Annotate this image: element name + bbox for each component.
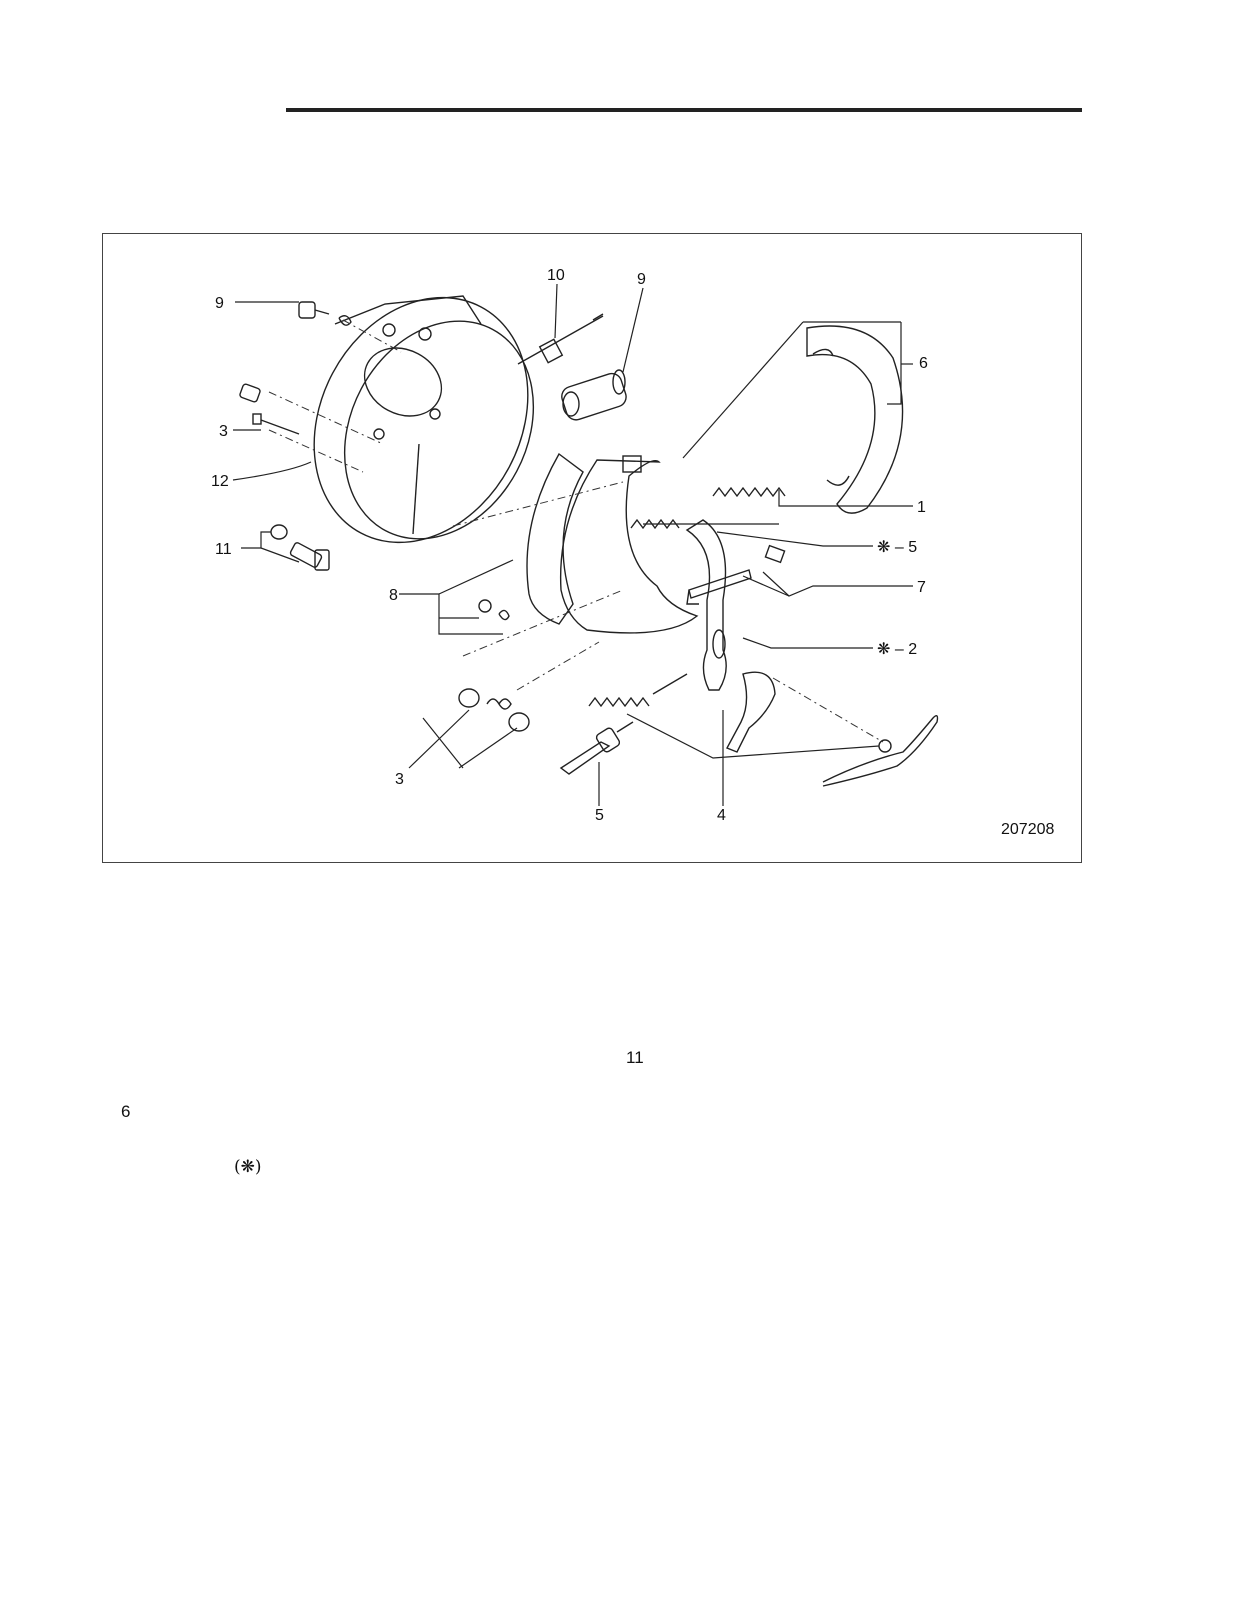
exploded-view-figure: 9 10 9 6 3 12 1 ❋ – 5 11 7 8 ❋ – 2 3 5 4…	[102, 233, 1082, 863]
callout-6: 6	[919, 355, 928, 372]
callout-5-starred: ❋ – 5	[877, 539, 917, 556]
adjuster-cap	[239, 383, 261, 403]
callout-11: 11	[215, 541, 232, 558]
callout-9-upper: 9	[215, 295, 224, 312]
backing-plate	[313, 295, 535, 544]
header-rule	[286, 108, 1082, 112]
brake-shoe-primary	[526, 452, 699, 634]
shoe-hold-pin	[252, 413, 300, 435]
upper-bolt	[298, 301, 352, 326]
adjuster-screw	[559, 721, 634, 775]
hold-down-cup	[458, 688, 530, 732]
adjuster-lever	[726, 671, 776, 753]
callout-2-starred: ❋ – 2	[877, 641, 917, 658]
callout-10: 10	[547, 267, 565, 284]
return-spring-upper	[712, 486, 786, 498]
callout-7: 7	[917, 579, 926, 596]
figure-number: 207208	[1001, 821, 1054, 838]
callout-8: 8	[389, 587, 398, 604]
mount-bolt	[270, 524, 330, 571]
callout-3-lower: 3	[395, 771, 404, 788]
strut	[686, 544, 786, 605]
callout-12: 12	[211, 473, 229, 490]
page-number: 11	[626, 1048, 644, 1067]
parking-lever	[685, 519, 727, 691]
callout-3-upper: 3	[219, 423, 228, 440]
callout-9-cylinder: 9	[637, 271, 646, 288]
side-number: 6	[121, 1102, 131, 1121]
note-mark: (❋)	[234, 1157, 262, 1177]
retainer-washers	[478, 599, 510, 621]
adjuster-spring-wire	[822, 715, 939, 787]
brake-shoe-secondary	[806, 325, 904, 514]
callout-5-lower: 5	[595, 807, 604, 824]
callout-4: 4	[717, 807, 726, 824]
adjuster-spring	[588, 673, 688, 708]
callout-1: 1	[917, 499, 926, 516]
wheel-cylinder	[561, 369, 627, 421]
return-spring-lower	[630, 518, 680, 530]
brake-assembly-diagram: 9 10 9 6 3 12 1 ❋ – 5 11 7 8 ❋ – 2 3 5 4…	[211, 267, 1054, 838]
brake-pipe	[517, 313, 604, 365]
